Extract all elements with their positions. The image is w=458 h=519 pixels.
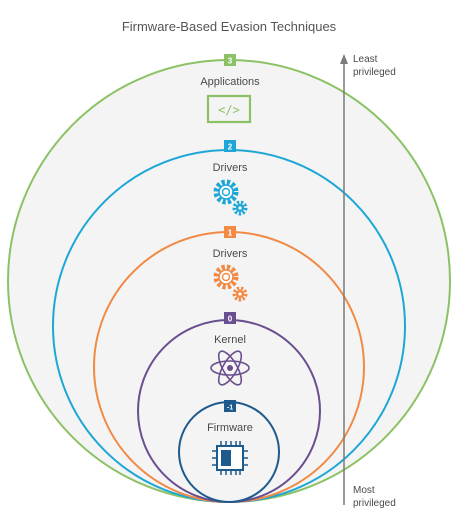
ring-applications: 3 Applications </> xyxy=(200,54,260,124)
ring-label: Kernel xyxy=(214,334,246,346)
ring-drivers-2: 2 Drivers xyxy=(213,140,248,216)
ring-badge-number: 0 xyxy=(228,315,233,324)
svg-text:</>: </> xyxy=(218,103,240,117)
ring-badge xyxy=(224,140,236,152)
code-icon: </> xyxy=(206,94,252,124)
ring-label: Firmware xyxy=(207,422,253,434)
ring-badge-number: 2 xyxy=(228,143,233,152)
diagram-title: Firmware-Based Evasion Techniques xyxy=(122,19,337,34)
ring-badge-number: 1 xyxy=(228,229,233,238)
ring-badge-number: -1 xyxy=(227,405,233,412)
gears-icon xyxy=(213,179,248,216)
ring-drivers-1: 1 Drivers xyxy=(213,226,248,302)
ring-label: Drivers xyxy=(213,162,248,174)
ring-label: Applications xyxy=(200,76,260,88)
axis-top-label-line2: privileged xyxy=(353,67,396,78)
atom-icon xyxy=(210,350,250,386)
ring-badge xyxy=(224,226,236,238)
ring-badge xyxy=(224,312,236,324)
chip-icon xyxy=(212,441,248,475)
axis-bottom-label-line2: privileged xyxy=(353,498,396,509)
gears-icon xyxy=(213,264,248,302)
ring-kernel: 0 Kernel xyxy=(210,312,250,386)
ring-badge-number: 3 xyxy=(228,57,233,66)
ring-label: Drivers xyxy=(213,248,248,260)
ring-badge xyxy=(224,400,236,412)
axis-top-label-line1: Least xyxy=(353,54,378,65)
ring-firmware: -1 Firmware xyxy=(207,400,253,475)
axis-bottom-label-line1: Most xyxy=(353,485,375,496)
privilege-axis xyxy=(340,54,348,505)
ring-badge xyxy=(224,54,236,66)
